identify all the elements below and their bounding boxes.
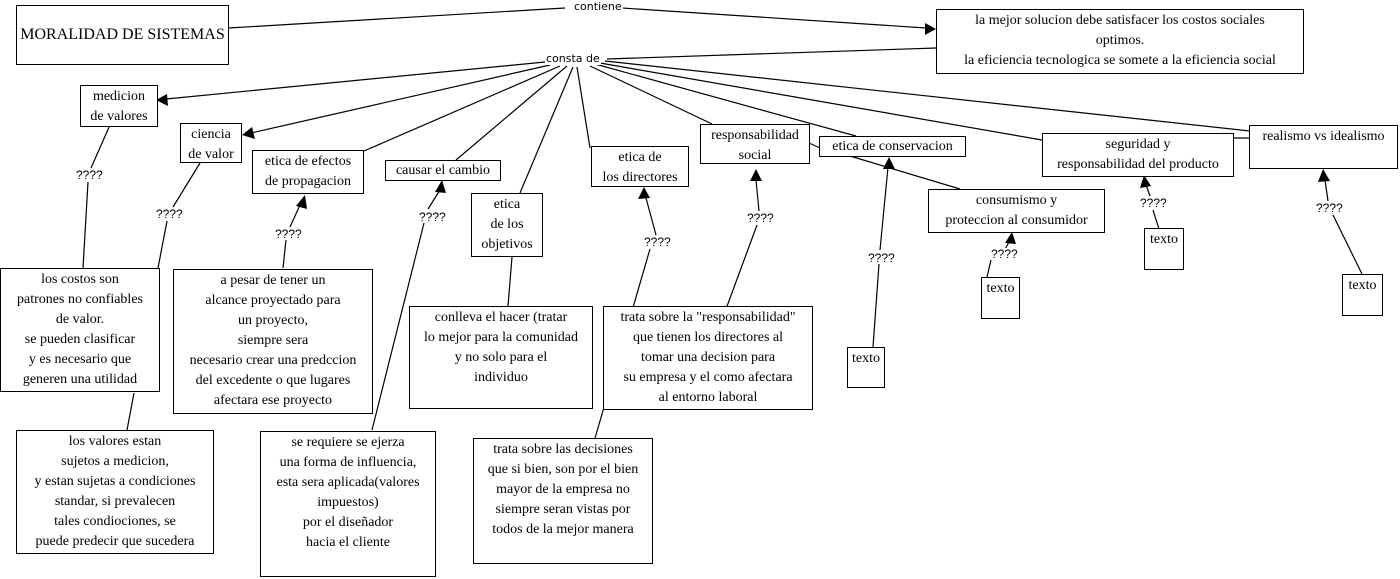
arrowhead [296,195,307,209]
concept-principle[interactable]: la mejor solucion debe satisfacer los co… [936,9,1304,74]
link-texto-q-consumismo [986,259,992,278]
link-q-efectos [289,204,301,228]
link-label-unknown: ???? [418,210,447,224]
link-constade-directores [576,66,591,149]
link-constade-objetivos [519,66,574,194]
link-constade-seguridad [599,62,1043,141]
link-constade-ciencia [250,64,551,134]
link-label-unknown: ???? [155,207,184,221]
concept-causar-el-cambio[interactable]: causar el cambio [385,160,501,181]
link-label-unknown: ???? [75,168,104,182]
concept-seguridad-responsabilidad-producto[interactable]: seguridad y responsabilidad del producto [1042,133,1234,177]
concept-etica-de-los-directores[interactable]: etica de los directores [591,146,689,187]
link-q-cambio [427,189,441,210]
arrowhead [883,157,895,169]
link-constade-cambio [455,65,568,161]
link-constade-conservacion [594,63,857,137]
link-constade-efectos [363,65,561,152]
link-q-costos-2 [157,220,168,269]
link-q-realismo [1324,179,1329,202]
arrowhead [1318,169,1330,182]
concept-responsabilidad-social[interactable]: responsabilidad social [700,124,810,164]
link-objetivos-conlleva [507,256,513,307]
concept-etica-de-los-objetivos[interactable]: etica de los objetivos [471,193,543,257]
link-q-conservacion [879,166,889,251]
link-label-unknown: ???? [990,247,1019,261]
link-contiene-principle [621,7,927,29]
concept-consumismo-proteccion[interactable]: consumismo y proteccion al consumidor [928,189,1105,233]
arrowhead [435,180,446,193]
arrowhead [1140,175,1151,188]
link-q-seguridad [1145,184,1151,197]
link-ciencia-q [172,162,201,208]
concept-a-pesar-de-tener[interactable]: a pesar de tener un alcance proyectado p… [173,269,373,414]
concept-los-costos-son[interactable]: los costos son patrones no confiables de… [0,268,160,392]
arrowhead [925,23,936,35]
arrowhead [1005,232,1016,244]
link-resp-conservacion [808,142,821,149]
concept-root[interactable]: MORALIDAD DE SISTEMAS [16,5,229,65]
link-texto-q-seguridad [1152,209,1160,230]
concept-los-valores-estan[interactable]: los valores estan sujetos a medicion, y … [16,430,214,554]
arrowhead [750,169,762,181]
link-q-responsabilidad [755,179,760,212]
link-root-contiene [228,7,566,29]
link-label-consta-de: consta de [545,52,601,65]
concept-etica-de-conservacion[interactable]: etica de conservacion [819,136,966,157]
link-texto-q-conservacion [872,263,880,348]
link-label-unknown: ???? [643,235,672,249]
concept-medicion-de-valores[interactable]: medicion de valores [80,85,158,127]
concept-texto-realismo[interactable]: texto [1342,274,1383,316]
concept-texto-consumismo[interactable]: texto [981,277,1020,319]
link-label-unknown: ???? [867,251,896,265]
link-conservacion-consumismo [849,155,961,190]
link-label-unknown: ???? [746,211,775,225]
link-influencia-q [371,222,425,431]
concept-se-requiere-influencia[interactable]: se requiere se ejerza una forma de influ… [260,431,436,577]
link-q-costos [82,181,89,269]
concept-trata-responsabilidad[interactable]: trata sobre la "responsabilidad" que tie… [603,306,813,410]
link-principle-constade [606,47,937,60]
link-q-directores [645,197,657,236]
concept-trata-decisiones[interactable]: trata sobre las decisiones que si bien, … [473,438,653,564]
concept-ciencia-de-valor[interactable]: ciencia de valor [180,123,242,163]
link-constade-realismo [604,60,1251,132]
concept-texto-seguridad[interactable]: texto [1144,228,1184,270]
link-constade-responsabilidad [589,65,713,125]
link-medicion-q [90,124,111,169]
link-texto-q-realismo [1332,214,1363,275]
concept-etica-efectos-propagacion[interactable]: etica de efectos de propagacion [252,150,364,194]
link-label-unknown: ???? [1315,201,1344,215]
arrowhead [638,187,650,199]
arrowhead [242,127,255,139]
link-pesar-q [282,239,287,269]
concept-texto-conservacion[interactable]: texto [847,347,885,388]
link-label-unknown: ???? [274,227,303,241]
link-constade-medicion [165,61,546,100]
link-label-contiene: contiene [573,0,623,13]
arrowhead [156,94,168,106]
link-label-unknown: ???? [1139,196,1168,210]
concept-conlleva-el-hacer[interactable]: conlleva el hacer (tratar lo mejor para … [409,306,593,409]
link-trataresp-q [725,224,758,310]
concept-realismo-vs-idealismo[interactable]: realismo vs idealismo [1249,125,1398,169]
link-costos-valores [126,392,135,431]
